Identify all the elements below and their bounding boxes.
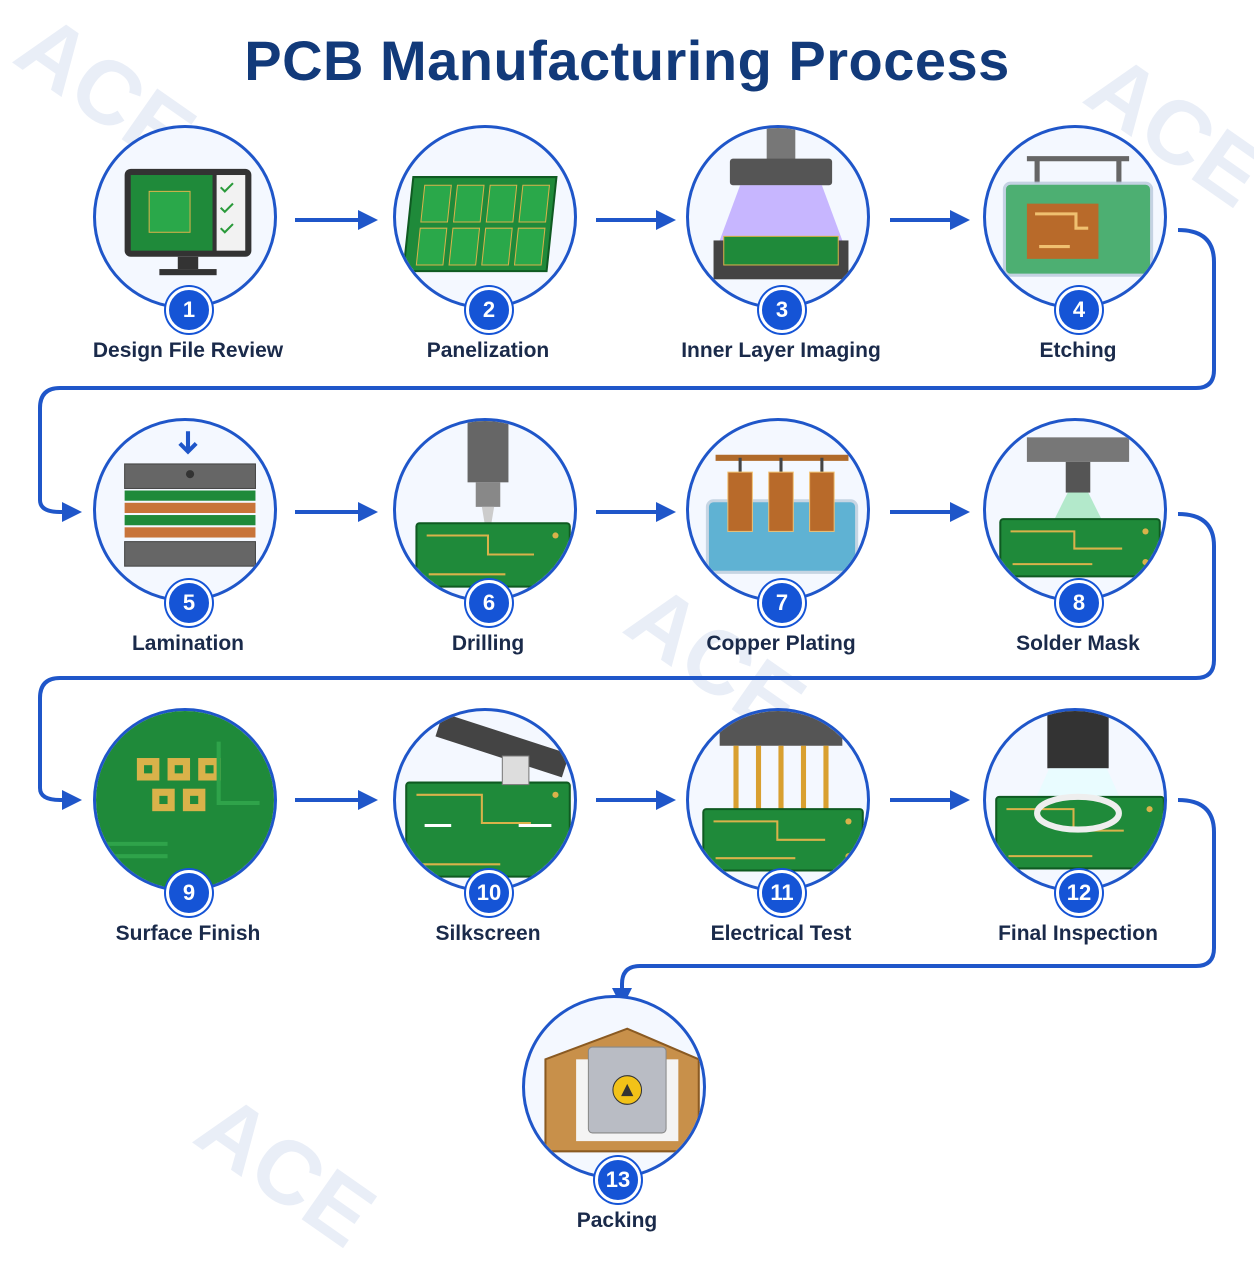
step-label: Lamination — [131, 632, 244, 655]
process-step: 2 Panelization — [368, 125, 608, 385]
etching-tank-icon — [1002, 156, 1154, 277]
step-label: Design File Review — [92, 339, 284, 362]
step-number-badge: 12 — [1056, 870, 1102, 916]
step-illustration — [393, 418, 577, 602]
step-illustration — [93, 418, 277, 602]
test-probes-icon — [702, 711, 864, 872]
esd-box-icon — [544, 1027, 700, 1153]
mask-coater-icon — [999, 437, 1161, 578]
step-label: Inner Layer Imaging — [681, 339, 881, 362]
step-label: Electrical Test — [710, 922, 852, 945]
uv-exposure-icon — [713, 128, 849, 280]
step-illustration — [686, 418, 870, 602]
step-label: Surface Finish — [115, 922, 261, 945]
step-number-badge: 9 — [166, 870, 212, 916]
process-step: 3 Inner Layer Imaging — [661, 125, 901, 385]
process-step: 13 Packing — [497, 995, 737, 1255]
step-illustration — [686, 708, 870, 892]
process-step: 9 Surface Finish — [68, 708, 308, 968]
step-label: Solder Mask — [1016, 632, 1140, 655]
step-illustration — [93, 125, 277, 309]
step-illustration — [393, 708, 577, 892]
step-illustration — [983, 708, 1167, 892]
process-step: 4 Etching — [958, 125, 1198, 385]
step-number-badge: 6 — [466, 580, 512, 626]
magnifier-icon — [995, 711, 1164, 870]
step-number-badge: 11 — [759, 870, 805, 916]
process-step: 10 Silkscreen — [368, 708, 608, 968]
printer-head-icon — [405, 712, 571, 878]
step-number-badge: 3 — [759, 287, 805, 333]
wrap-connector — [612, 798, 1216, 1008]
step-label: Silkscreen — [435, 922, 541, 945]
process-step: 11 Electrical Test — [661, 708, 901, 968]
process-step: 8 Solder Mask — [958, 418, 1198, 678]
step-label: Etching — [1039, 339, 1117, 362]
process-step: 7 Copper Plating — [661, 418, 901, 678]
process-step: 12 Final Inspection — [958, 708, 1198, 968]
step-label: Drilling — [451, 632, 525, 655]
step-number-badge: 13 — [595, 1157, 641, 1203]
step-label: Panelization — [426, 339, 550, 362]
wrap-connector — [38, 512, 1216, 810]
plating-bath-icon — [705, 454, 859, 574]
step-number-badge: 8 — [1056, 580, 1102, 626]
step-number-badge: 4 — [1056, 287, 1102, 333]
monitor-icon — [124, 168, 252, 276]
step-label: Final Inspection — [998, 922, 1158, 945]
panel-boards-icon — [402, 176, 558, 273]
step-number-badge: 2 — [466, 287, 512, 333]
layer-stack-icon — [124, 431, 256, 567]
step-number-badge: 1 — [166, 287, 212, 333]
drill-bit-icon — [415, 421, 571, 588]
step-number-badge: 5 — [166, 580, 212, 626]
step-illustration — [983, 418, 1167, 602]
process-step: 5 Lamination — [68, 418, 308, 678]
step-illustration — [686, 125, 870, 309]
step-illustration — [983, 125, 1167, 309]
step-number-badge: 7 — [759, 580, 805, 626]
step-illustration — [93, 708, 277, 892]
step-illustration — [393, 125, 577, 309]
process-step: 1 Design File Review — [68, 125, 308, 385]
page-title: PCB Manufacturing Process — [244, 29, 1010, 92]
step-label: Packing — [576, 1209, 658, 1232]
step-label: Copper Plating — [706, 632, 856, 655]
process-step: 6 Drilling — [368, 418, 608, 678]
step-number-badge: 10 — [466, 870, 512, 916]
wrap-connector — [38, 228, 1216, 522]
step-illustration — [522, 995, 706, 1179]
gold-pads-icon — [96, 711, 274, 889]
